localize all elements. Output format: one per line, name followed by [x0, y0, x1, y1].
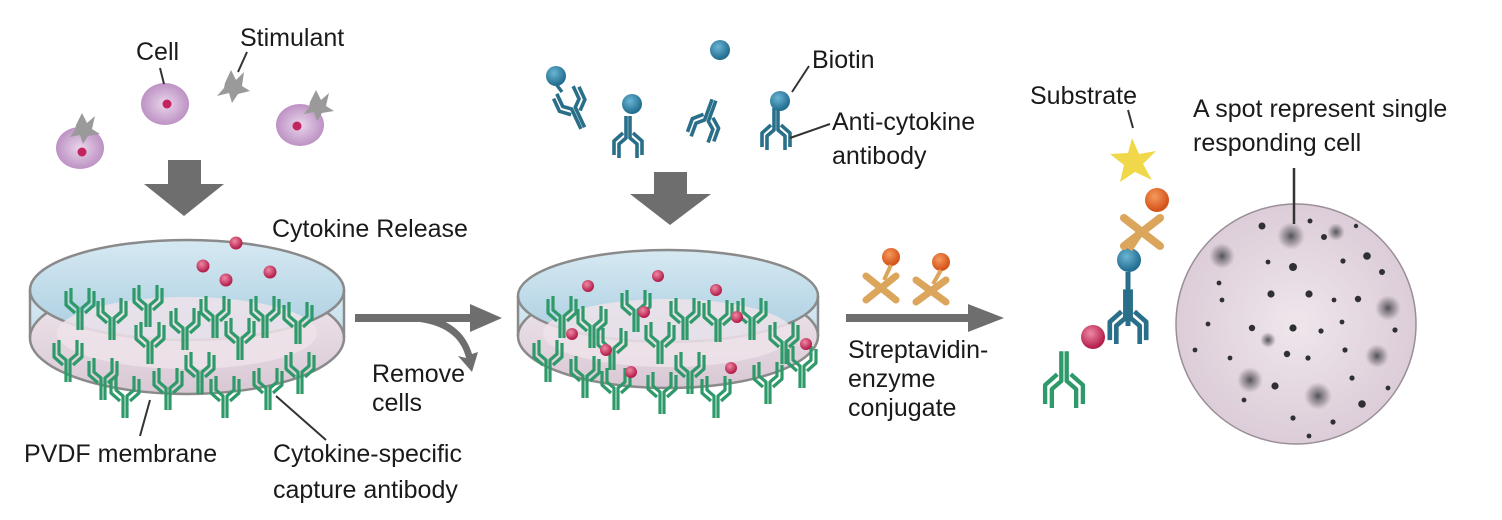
- cytokine-icon: [566, 270, 812, 378]
- anti-cytokine-leader-line: [789, 123, 831, 139]
- cell-leader-line: [159, 67, 165, 85]
- capture-antibody-label-line2: capture antibody: [273, 476, 458, 504]
- antibody-icon: [760, 91, 792, 152]
- cytokine-icon: [196, 236, 277, 287]
- stimulant-icon: [70, 113, 100, 144]
- antibody-icon: [546, 66, 598, 136]
- petri-dish-icon: [516, 248, 820, 420]
- petri-dish-icon: [28, 238, 346, 420]
- cytokine-release-label: Cytokine Release: [272, 215, 468, 243]
- antibody-icon: [612, 94, 644, 160]
- pvdf-leader-line: [139, 399, 151, 437]
- spot-label-line2: responding cell: [1193, 129, 1362, 157]
- streptavidin-label-line2: enzyme: [848, 365, 936, 393]
- capture-antibody-leader-line: [275, 395, 327, 441]
- substrate-star-icon: [1110, 138, 1156, 182]
- stimulant-icon: [217, 70, 250, 103]
- stimulant-label: Stimulant: [240, 24, 345, 52]
- spot-label-line1: A spot represent single: [1193, 95, 1448, 123]
- capture-antibody-label-line1: Cytokine-specific: [273, 440, 462, 468]
- streptavidin-label-line1: Streptavidin-: [848, 336, 989, 364]
- biotin-label: Biotin: [812, 46, 875, 74]
- streptavidin-label-line3: conjugate: [848, 394, 957, 422]
- detection-complex: [1045, 188, 1169, 408]
- remove-cells-label-line2: cells: [372, 389, 423, 417]
- stimulant-leader-line: [237, 51, 248, 73]
- spot-plate-icon: [1175, 203, 1417, 445]
- anti-cytokine-label-line2: antibody: [832, 142, 927, 170]
- stimulant-icon: [304, 90, 334, 121]
- substrate-label: Substrate: [1030, 82, 1138, 110]
- anti-cytokine-label-line1: Anti-cytokine: [832, 108, 976, 136]
- down-arrow-icon: [630, 172, 711, 225]
- cell-icon: [56, 127, 104, 169]
- streptavidin-enzyme-icon: [912, 253, 950, 306]
- down-arrow-icon: [144, 160, 224, 216]
- right-arrow-icon: [846, 304, 1004, 332]
- biotin-leader-line: [791, 65, 810, 93]
- cell-icon: [276, 104, 324, 146]
- streptavidin-enzyme-icon: [862, 248, 900, 304]
- right-arrow-icon: [355, 304, 502, 372]
- remove-cells-label-line1: Remove: [372, 360, 466, 388]
- cell-label: Cell: [136, 38, 180, 66]
- antibody-icon: [684, 40, 730, 147]
- pvdf-membrane-label: PVDF membrane: [24, 440, 218, 468]
- cell-icon: [141, 83, 189, 125]
- substrate-leader-line: [1127, 109, 1134, 129]
